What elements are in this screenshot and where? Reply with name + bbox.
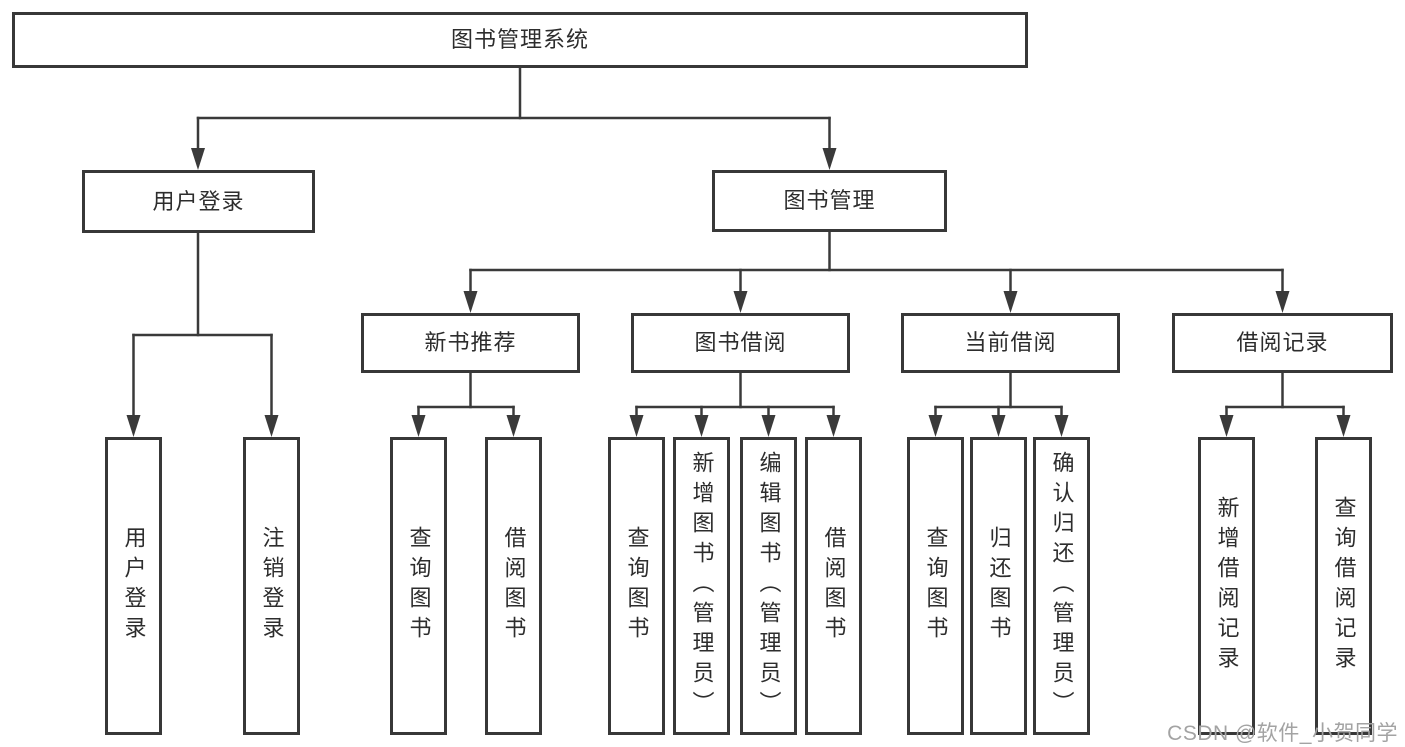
leaf-user-login-label: 用户登录 (121, 526, 147, 646)
node-book-borrow: 图书借阅 (631, 313, 850, 373)
leaf-edit-books-admin: 编辑图书（管理员） (740, 437, 797, 735)
leaf-add-borrow-record: 新增借阅记录 (1198, 437, 1255, 735)
node-borrow-records: 借阅记录 (1172, 313, 1393, 373)
node-current-borrow: 当前借阅 (901, 313, 1120, 373)
connector-new-book-branch (411, 371, 521, 437)
connector-current-borrow-branch (928, 371, 1069, 437)
node-user-login-group: 用户登录 (82, 170, 315, 233)
leaf-query-borrow-record-label: 查询借阅记录 (1331, 496, 1357, 676)
leaf-return-books: 归还图书 (970, 437, 1027, 735)
leaf-add-books-admin-label: 新增图书（管理员） (689, 451, 715, 721)
node-root-system: 图书管理系统 (12, 12, 1028, 68)
leaf-query-borrow-record: 查询借阅记录 (1315, 437, 1372, 735)
node-book-management: 图书管理 (712, 170, 947, 232)
leaf-borrow-books-recommend: 借阅图书 (485, 437, 542, 735)
connector-user-login-branch (126, 231, 279, 437)
leaf-add-borrow-record-label: 新增借阅记录 (1214, 496, 1240, 676)
leaf-query-books-current-label: 查询图书 (923, 526, 949, 646)
csdn-watermark: CSDN @软件_小贺同学 (1167, 721, 1398, 745)
leaf-borrow-books: 借阅图书 (805, 437, 862, 735)
leaf-confirm-return-admin: 确认归还（管理员） (1033, 437, 1090, 735)
connector-book-borrow-branch (629, 371, 841, 437)
leaf-borrow-books-recommend-label: 借阅图书 (501, 526, 527, 646)
connector-book-management-branch (463, 230, 1290, 313)
leaf-logout: 注销登录 (243, 437, 300, 735)
leaf-user-login: 用户登录 (105, 437, 162, 735)
leaf-logout-label: 注销登录 (259, 526, 285, 646)
leaf-borrow-books-label: 借阅图书 (821, 526, 847, 646)
leaf-add-books-admin: 新增图书（管理员） (673, 437, 730, 735)
leaf-query-books-current: 查询图书 (907, 437, 964, 735)
connector-borrow-records-branch (1219, 371, 1351, 437)
node-new-book-recommend: 新书推荐 (361, 313, 580, 373)
leaf-query-books-recommend: 查询图书 (390, 437, 447, 735)
connector-root-to-level2 (191, 66, 837, 170)
leaf-confirm-return-admin-label: 确认归还（管理员） (1049, 451, 1075, 721)
leaf-query-books-recommend-label: 查询图书 (406, 526, 432, 646)
leaf-return-books-label: 归还图书 (986, 526, 1012, 646)
leaf-query-books-borrow-label: 查询图书 (624, 526, 650, 646)
leaf-edit-books-admin-label: 编辑图书（管理员） (756, 451, 782, 721)
leaf-query-books-borrow: 查询图书 (608, 437, 665, 735)
